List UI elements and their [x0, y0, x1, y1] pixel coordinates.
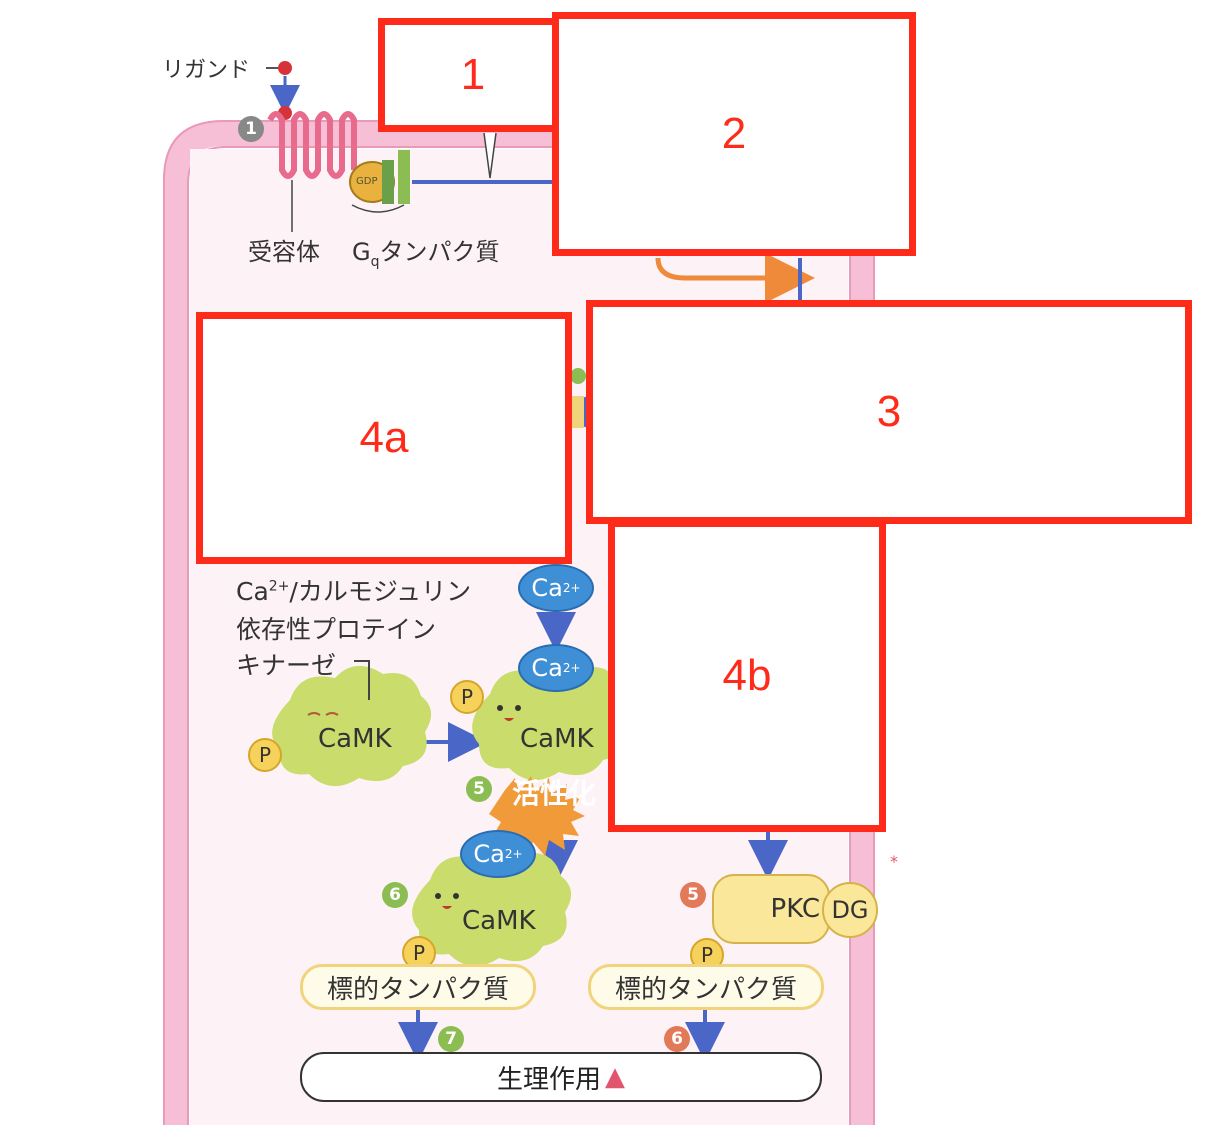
pkc-protein: PKC [712, 874, 830, 944]
camk-label-active: CaMK [520, 724, 594, 754]
ligand-label: リガンド [162, 58, 251, 83]
physiological-effect-box: 生理作用▲ [300, 1052, 822, 1102]
camk-blob-inactive [272, 665, 432, 787]
dg-molecule: DG [822, 882, 878, 938]
camk-name-line1: Ca2+/カルモジュリン [236, 577, 472, 606]
phosphate-inactive: P [248, 738, 282, 772]
camk-blob-bound [412, 845, 572, 967]
target-protein-camk: 標的タンパク質 [300, 964, 536, 1010]
activation-label: 活性化 [512, 777, 597, 810]
step-6-pkc-badge: 6 [664, 1026, 690, 1052]
camk-label-inactive: CaMK [318, 724, 392, 754]
asterisk-mark: * [890, 852, 898, 871]
cover-box-1: 1 [378, 18, 568, 132]
ligand-dot [278, 61, 292, 75]
camk-name-line3: キナーゼ [236, 651, 337, 680]
receptor-label: 受容体 [248, 238, 320, 266]
gq-protein-label: Gqタンパク質 [352, 238, 500, 270]
cell-membrane [163, 120, 875, 1125]
step-1-badge: 1 [238, 116, 264, 142]
step-5-camk-badge: 5 [466, 776, 492, 802]
cover-box-3: 3 [586, 300, 1192, 524]
receptor-coil [267, 111, 357, 179]
step-7-camk-badge: 7 [438, 1026, 464, 1052]
phosphate-active: P [450, 680, 484, 714]
step-5-pkc-badge: 5 [680, 882, 706, 908]
camk-blob-active [472, 659, 632, 781]
cover-box-4b: 4b [608, 520, 886, 832]
target-protein-pkc: 標的タンパク質 [588, 964, 824, 1010]
cover-box-4a: 4a [196, 312, 572, 564]
gdp-label: GDP [356, 176, 378, 187]
camk-name-line2: 依存性プロテイン [236, 615, 437, 644]
camk-label-bound: CaMK [462, 906, 536, 936]
cover-box-2: 2 [552, 12, 916, 256]
step-6-camk-badge: 6 [382, 882, 408, 908]
